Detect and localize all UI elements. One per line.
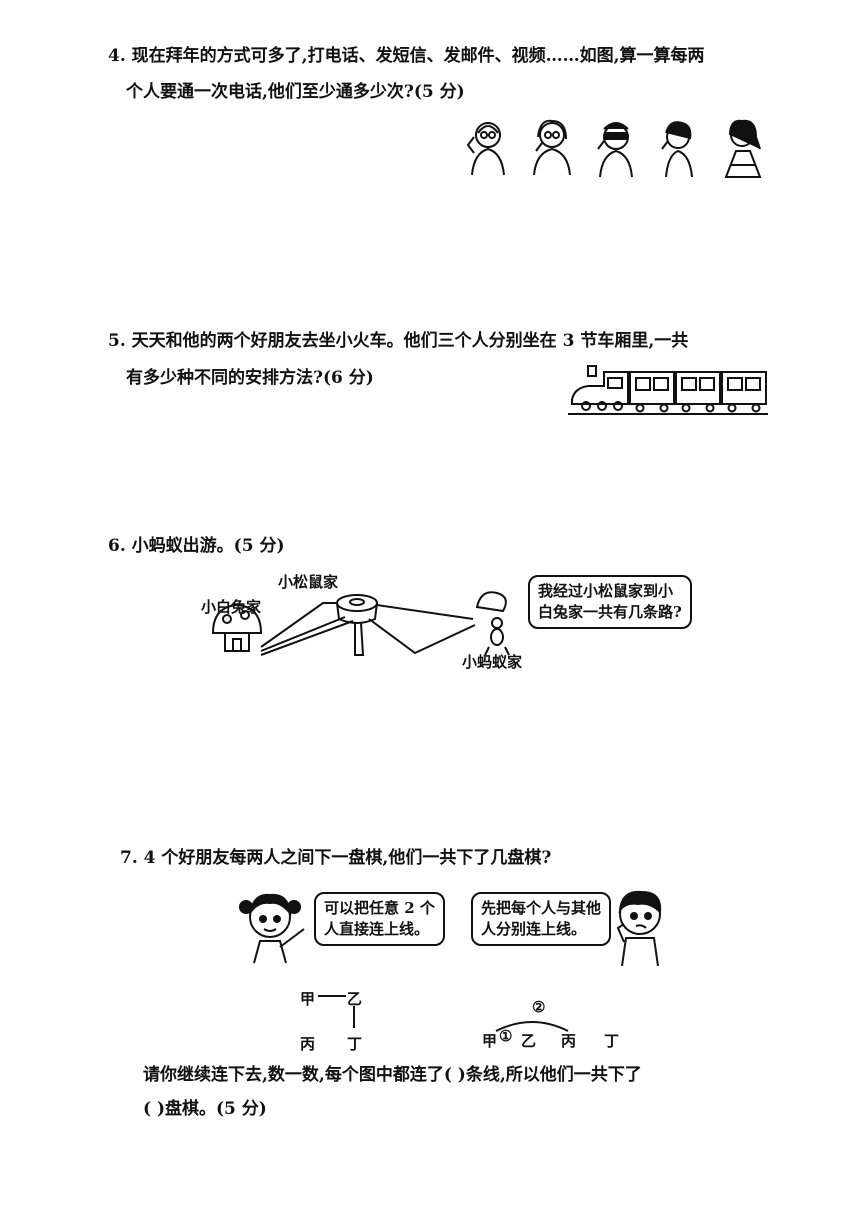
girl-bubble-line1: 可以把任意 2 个 xyxy=(324,899,435,917)
q7-title: 4 个好朋友每两人之间下一盘棋,他们一共下了几盘棋? xyxy=(143,848,552,868)
girl-icon xyxy=(239,893,305,964)
q5-line1: 5. 天天和他的两个好朋友去坐小火车。他们三个人分别坐在 3 节车厢里,一共 xyxy=(108,333,688,350)
boy-bubble-line2: 人分别连上线。 xyxy=(481,920,587,938)
person-1-icon xyxy=(466,122,505,176)
person-4-icon xyxy=(661,121,693,178)
q7-answer-line1: 请你继续连下去,数一数,每个图中都连了( )条线,所以他们一共下了 xyxy=(143,1065,642,1085)
arc-jia-bing xyxy=(495,1021,569,1032)
paths-diagram xyxy=(211,591,510,656)
phone-people-illustration xyxy=(466,119,762,178)
d1-jia: 甲 xyxy=(300,990,316,1008)
paths-rabbit-to-squirrel xyxy=(260,602,354,656)
q4-text-line1: 现在拜年的方式可多了,打电话、发短信、发邮件、视频……如图,算一算每两 xyxy=(131,46,705,66)
q6-number: 6. xyxy=(108,536,126,556)
ant-bubble-line1: 我经过小松鼠家到小 xyxy=(538,582,674,600)
q7-answer-line2: ( )盘棋。(5 分) xyxy=(143,1099,267,1119)
ant-home-label: 小蚂蚁家 xyxy=(462,653,523,671)
person-5-icon xyxy=(724,119,762,178)
diagram1-lines xyxy=(318,995,355,1028)
girl-illustration xyxy=(239,893,305,964)
q5-text-line1: 天天和他的两个好朋友去坐小火车。他们三个人分别坐在 3 节车厢里,一共 xyxy=(131,331,689,351)
train-car-2-icon xyxy=(675,371,721,413)
q4-number: 4. xyxy=(108,46,126,66)
q7-number: 7. xyxy=(120,848,138,868)
d2-jia: 甲 xyxy=(482,1032,498,1050)
d2-yi: 乙 xyxy=(521,1032,537,1050)
d1-yi: 乙 xyxy=(347,990,363,1008)
ant-house-icon xyxy=(475,591,510,656)
boy-illustration xyxy=(616,890,662,967)
train-illustration xyxy=(568,365,768,415)
d1-ding: 丁 xyxy=(347,1035,363,1053)
boy-bubble-line1: 先把每个人与其他 xyxy=(481,899,602,917)
d2-ding: 丁 xyxy=(604,1032,620,1050)
diagram2-arc xyxy=(495,1021,569,1032)
q4-line1: 4. 现在拜年的方式可多了,打电话、发短信、发邮件、视频……如图,算一算每两 xyxy=(108,48,705,65)
train-car-1-icon xyxy=(629,371,675,413)
girl-bubble-line2: 人直接连上线。 xyxy=(324,920,430,938)
q4-text-line2: 个人要通一次电话,他们至少通多少次?(5 分) xyxy=(126,82,465,102)
d1-bing: 丙 xyxy=(300,1035,316,1053)
mushroom-house-icon xyxy=(211,603,263,652)
paths-squirrel-to-ant xyxy=(354,604,476,656)
q5-number: 5. xyxy=(108,331,126,351)
boy-icon xyxy=(616,890,662,967)
squirrel-home-label: 小松鼠家 xyxy=(278,573,339,591)
locomotive-icon xyxy=(571,365,629,411)
person-2-icon xyxy=(533,119,571,176)
person-3-icon xyxy=(597,122,633,178)
d2-mark1: ① xyxy=(499,1027,513,1045)
boy-speech-bubble: 先把每个人与其他 人分别连上线。 xyxy=(471,892,612,946)
q6-line1: 6. 小蚂蚁出游。(5 分) xyxy=(108,538,285,555)
q6-title: 小蚂蚁出游。(5 分) xyxy=(131,536,285,556)
ant-bubble-line2: 白兔家一共有几条路? xyxy=(538,603,682,621)
q5-text-line2: 有多少种不同的安排方法?(6 分) xyxy=(126,368,374,388)
train-car-3-icon xyxy=(721,371,767,413)
d2-bing: 丙 xyxy=(561,1032,577,1050)
girl-speech-bubble: 可以把任意 2 个 人直接连上线。 xyxy=(314,892,445,946)
d2-mark2: ② xyxy=(532,998,546,1016)
ant-speech-bubble: 我经过小松鼠家到小 白兔家一共有几条路? xyxy=(528,575,692,629)
q7-line1: 7. 4 个好朋友每两人之间下一盘棋,他们一共下了几盘棋? xyxy=(120,850,551,867)
